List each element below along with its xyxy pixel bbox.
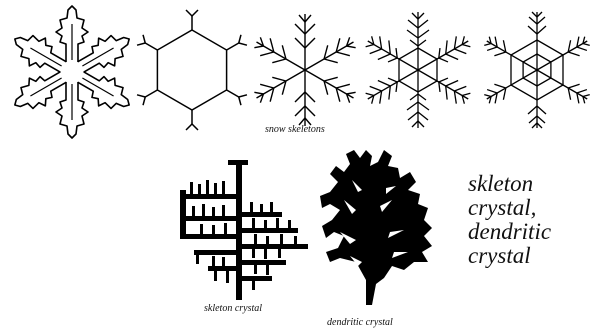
snowflake-branched-star [252,14,359,126]
snowflake-dendritic-outline [7,6,137,138]
snowflake-hexagon-skeleton [137,10,247,130]
side-line-4: crystal [468,244,551,268]
snowflake-nested-hexagons [482,12,591,128]
side-line-3: dendritic [468,220,551,244]
side-description: skleton crystal, dendritic crystal [468,172,551,268]
snowflake-hexagon-branched [362,12,473,128]
dendritic-crystal-figure [320,150,432,305]
caption-dendritic-crystal: dendritic crystal [327,317,393,328]
caption-snow-skeletons: snow skeletons [265,124,325,135]
side-line-2: crystal, [468,196,551,220]
caption-skeleton-crystal: skleton crystal [204,303,262,314]
skeleton-crystal-figure [180,160,308,300]
side-line-1: skleton [468,172,551,196]
